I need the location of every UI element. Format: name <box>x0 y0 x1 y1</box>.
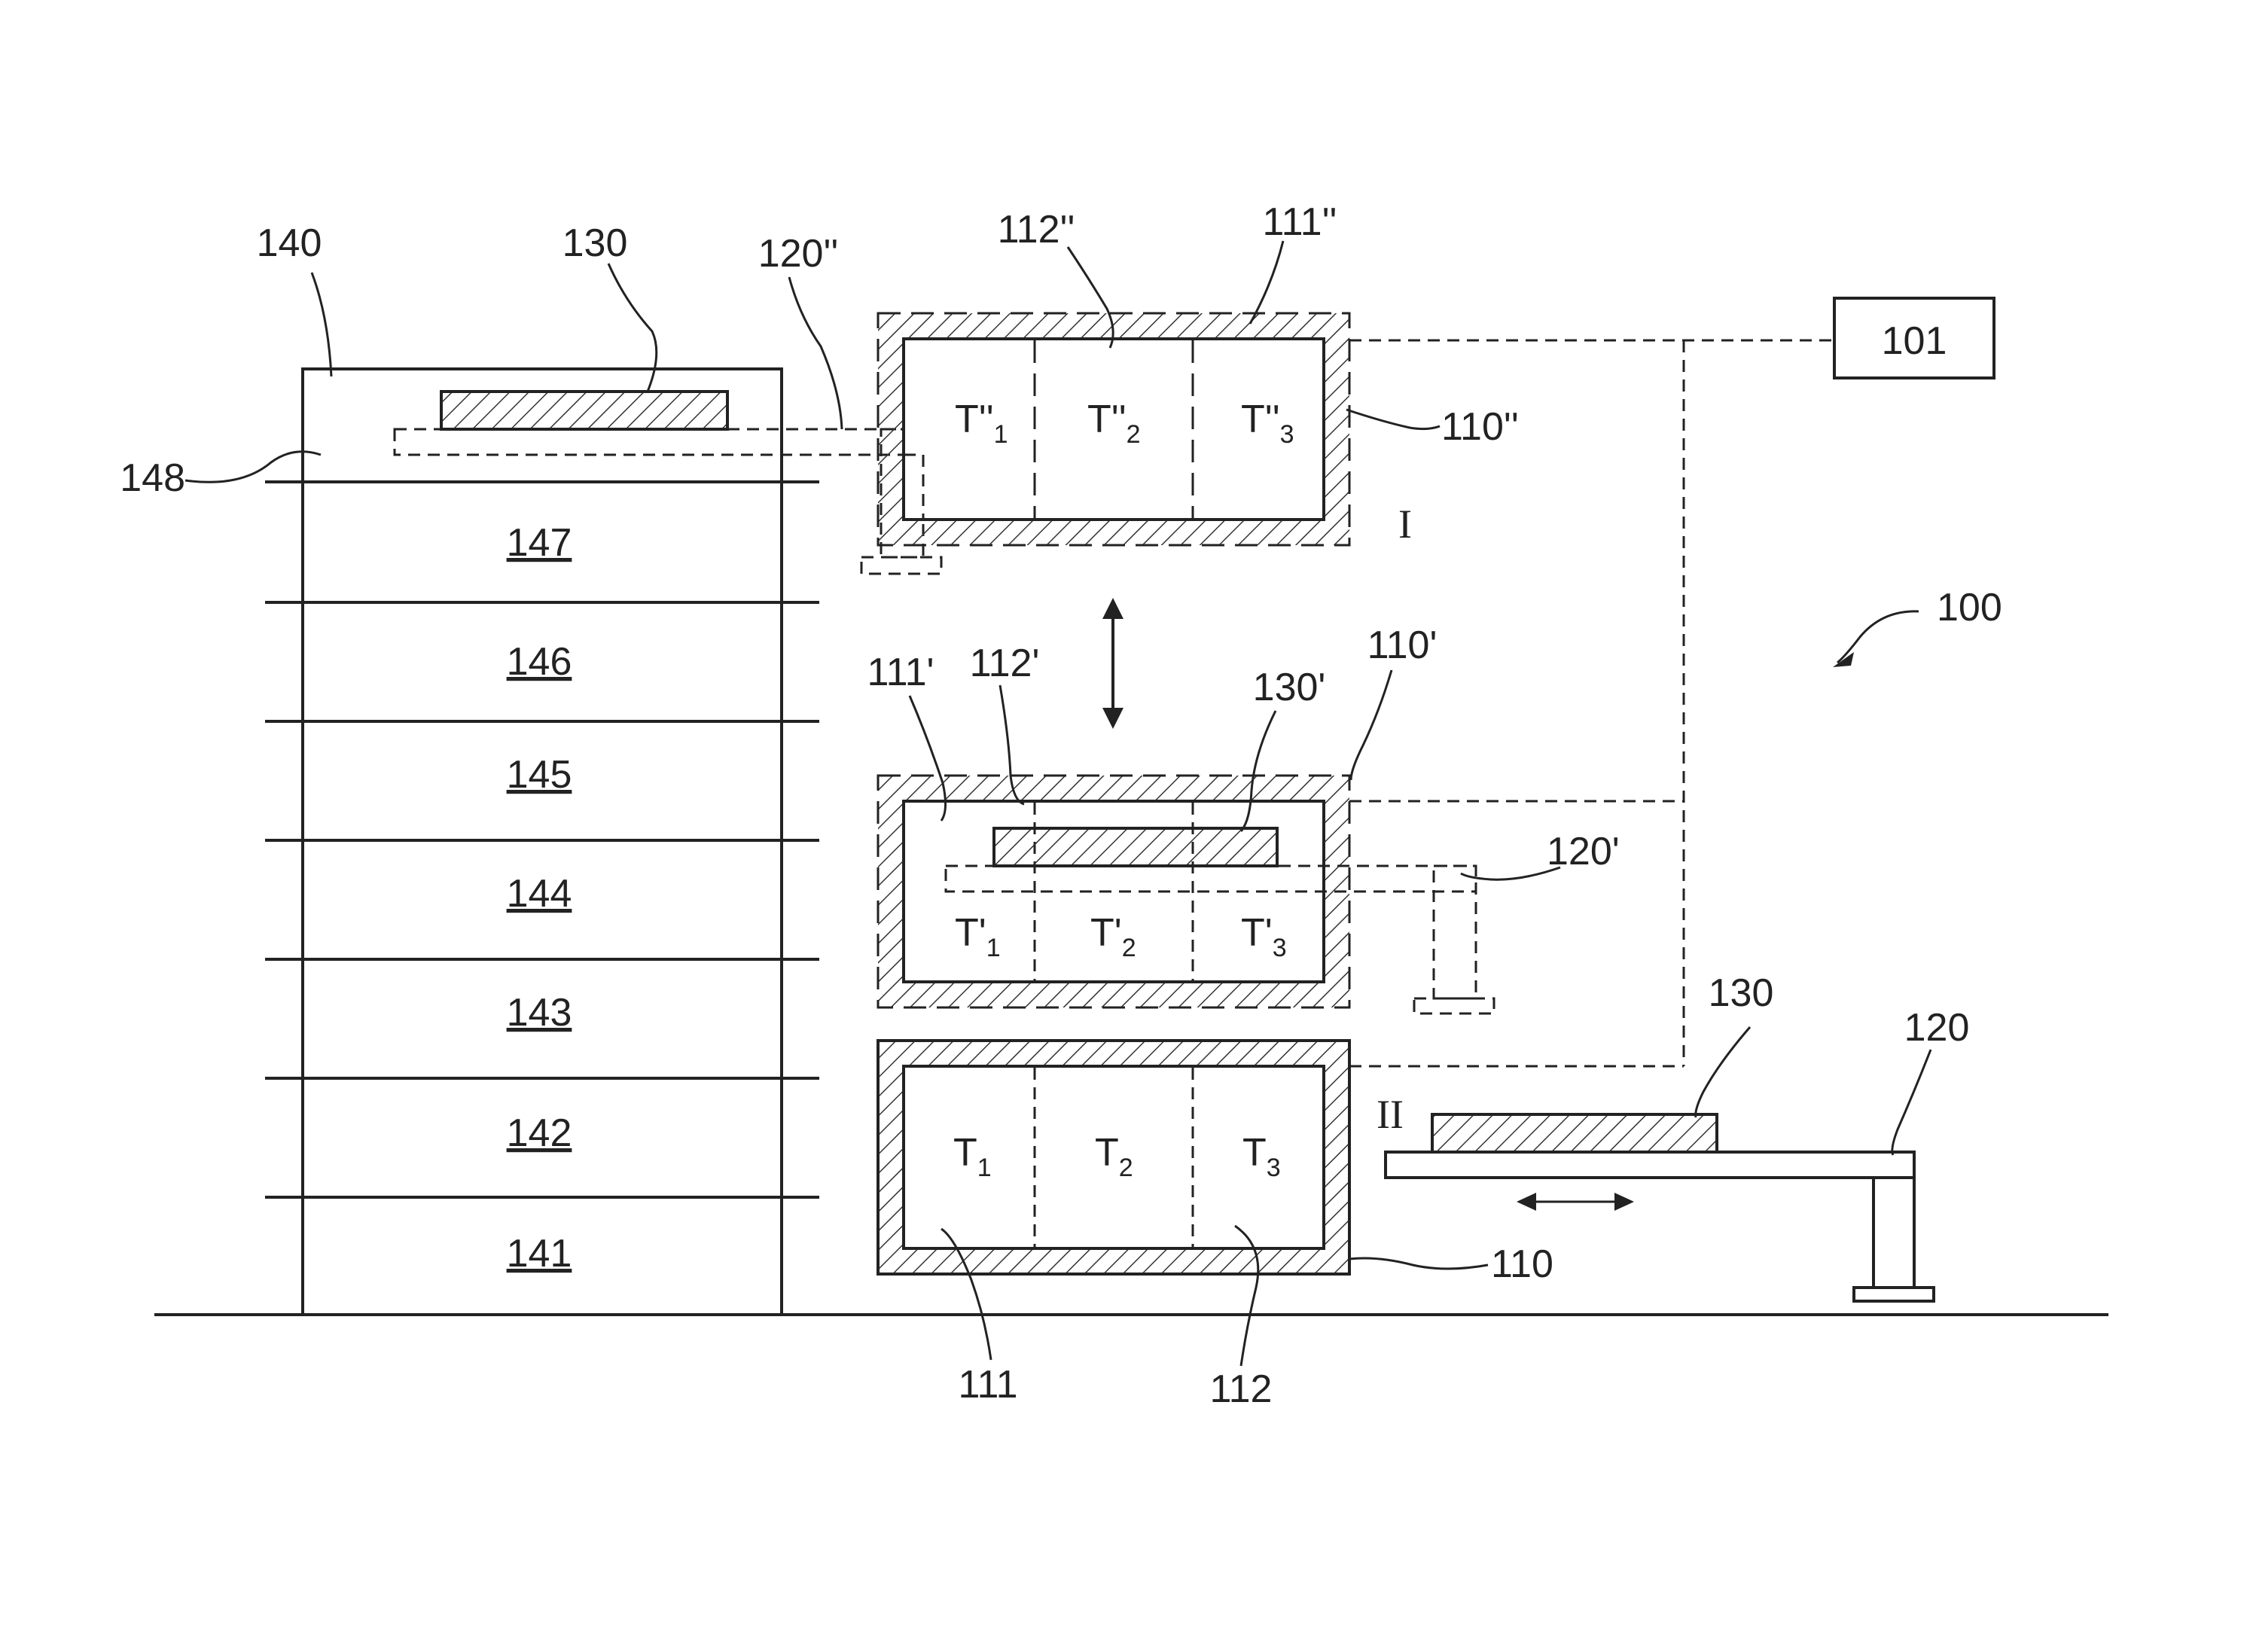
label-heater-dprime: 112'' <box>998 208 1075 251</box>
horizontal-arrow-icon <box>1517 1193 1634 1211</box>
system-arrow-icon <box>1833 611 1919 667</box>
vertical-arrow-icon <box>1102 598 1124 729</box>
label-heater-prime: 112' <box>970 642 1040 685</box>
label-part-prime: 130' <box>1253 666 1326 709</box>
label-arm-dprime: 120'' <box>758 232 839 276</box>
rack-slot-label: 143 <box>507 991 572 1035</box>
label-rack: 140 <box>257 221 322 265</box>
rack-slot-label: 144 <box>507 872 572 916</box>
arm-main <box>1386 1152 1934 1301</box>
rack: 147 146 145 144 143 142 141 <box>265 369 819 1315</box>
label-position-1: I <box>1398 501 1412 547</box>
label-system: 100 <box>1937 586 2002 629</box>
part-top <box>441 392 727 429</box>
control-lines <box>1349 340 1834 1066</box>
label-housing-dprime: 111'' <box>1263 200 1337 244</box>
rack-slot-label: 145 <box>507 753 572 797</box>
arm-dprime <box>395 429 941 574</box>
controller-label: 101 <box>1882 319 1947 363</box>
rack-shelf-lines <box>265 482 819 1197</box>
part-prime <box>994 828 1277 866</box>
label-chamber-dprime: 110'' <box>1441 405 1519 449</box>
rack-slot-label: 141 <box>507 1232 572 1276</box>
label-part-main: 130 <box>1709 971 1774 1015</box>
label-housing-prime: 111' <box>867 651 934 694</box>
label-part-top: 130 <box>563 221 628 265</box>
part-main <box>1432 1114 1717 1152</box>
label-arm-prime: 120' <box>1547 830 1620 873</box>
rack-slot-label: 146 <box>507 640 572 684</box>
label-position-2: II <box>1377 1092 1404 1137</box>
label-chamber-prime: 110' <box>1367 623 1438 667</box>
rack-slot-label: 147 <box>507 521 572 565</box>
label-chamber-main: 110 <box>1491 1242 1553 1286</box>
label-slot-148: 148 <box>120 456 185 500</box>
label-heater-main: 112 <box>1210 1367 1273 1411</box>
rack-slot-label: 142 <box>507 1111 572 1155</box>
label-arm-main: 120 <box>1904 1006 1970 1050</box>
label-housing-main: 111 <box>958 1363 1017 1407</box>
